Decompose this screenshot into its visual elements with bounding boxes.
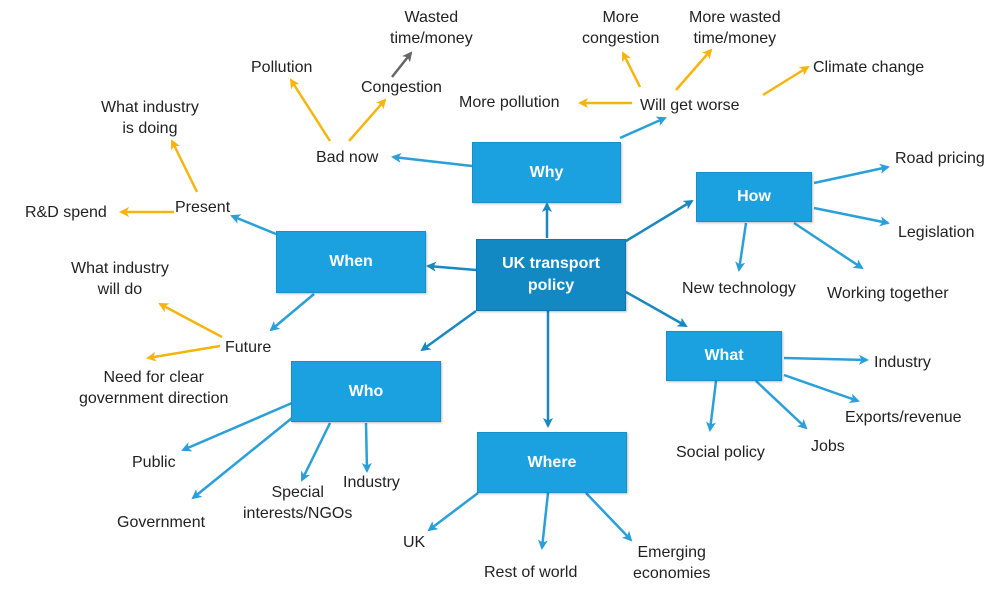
label-public: Public <box>132 454 176 471</box>
label-more-wasted: More wasted time/money <box>689 9 781 47</box>
label-industry-will: What industry will do <box>71 260 169 298</box>
label-climate-change: Climate change <box>813 59 925 76</box>
grey-arrow <box>391 51 413 78</box>
when-node[interactable]: When <box>276 231 426 293</box>
why-node[interactable]: Why <box>472 142 621 203</box>
label-congestion: Congestion <box>361 79 442 96</box>
label-legislation: Legislation <box>898 224 975 241</box>
blue-arrows <box>181 116 890 550</box>
label-new-technology: New technology <box>682 280 796 297</box>
where-node[interactable]: Where <box>477 432 627 493</box>
yellow-arrows <box>119 48 810 362</box>
label-emerging: Emerging economies <box>633 544 711 582</box>
label-pollution: Pollution <box>251 59 313 76</box>
label-will-get-worse: Will get worse <box>640 97 740 114</box>
label-industry-doing: What industry is doing <box>101 99 199 137</box>
center-node[interactable]: UK transport policy <box>476 239 626 311</box>
label-road-pricing: Road pricing <box>895 150 985 167</box>
label-wasted: Wasted time/money <box>390 9 473 47</box>
label-who-industry: Industry <box>343 474 400 491</box>
label-special: Special interests/NGOs <box>243 484 353 522</box>
label-government: Government <box>117 514 206 531</box>
label-present: Present <box>175 199 231 216</box>
how-node[interactable]: How <box>696 172 812 222</box>
label-future: Future <box>225 339 272 356</box>
label-rd-spend: R&D spend <box>25 204 107 221</box>
label-more-pollution: More pollution <box>459 94 560 111</box>
label-need: Need for clear government direction <box>79 369 229 407</box>
label-rest-of-world: Rest of world <box>484 564 578 581</box>
label-social-policy: Social policy <box>676 444 765 461</box>
label-jobs: Jobs <box>811 438 845 455</box>
who-node[interactable]: Who <box>291 361 441 422</box>
label-exports: Exports/revenue <box>845 409 962 426</box>
label-working-together: Working together <box>827 285 949 302</box>
label-bad-now: Bad now <box>316 149 379 166</box>
label-uk: UK <box>403 534 426 551</box>
center-arrows <box>420 199 694 428</box>
label-what-industry: Industry <box>874 354 931 371</box>
what-node[interactable]: What <box>666 331 782 381</box>
label-more-congestion: More congestion <box>582 9 660 47</box>
